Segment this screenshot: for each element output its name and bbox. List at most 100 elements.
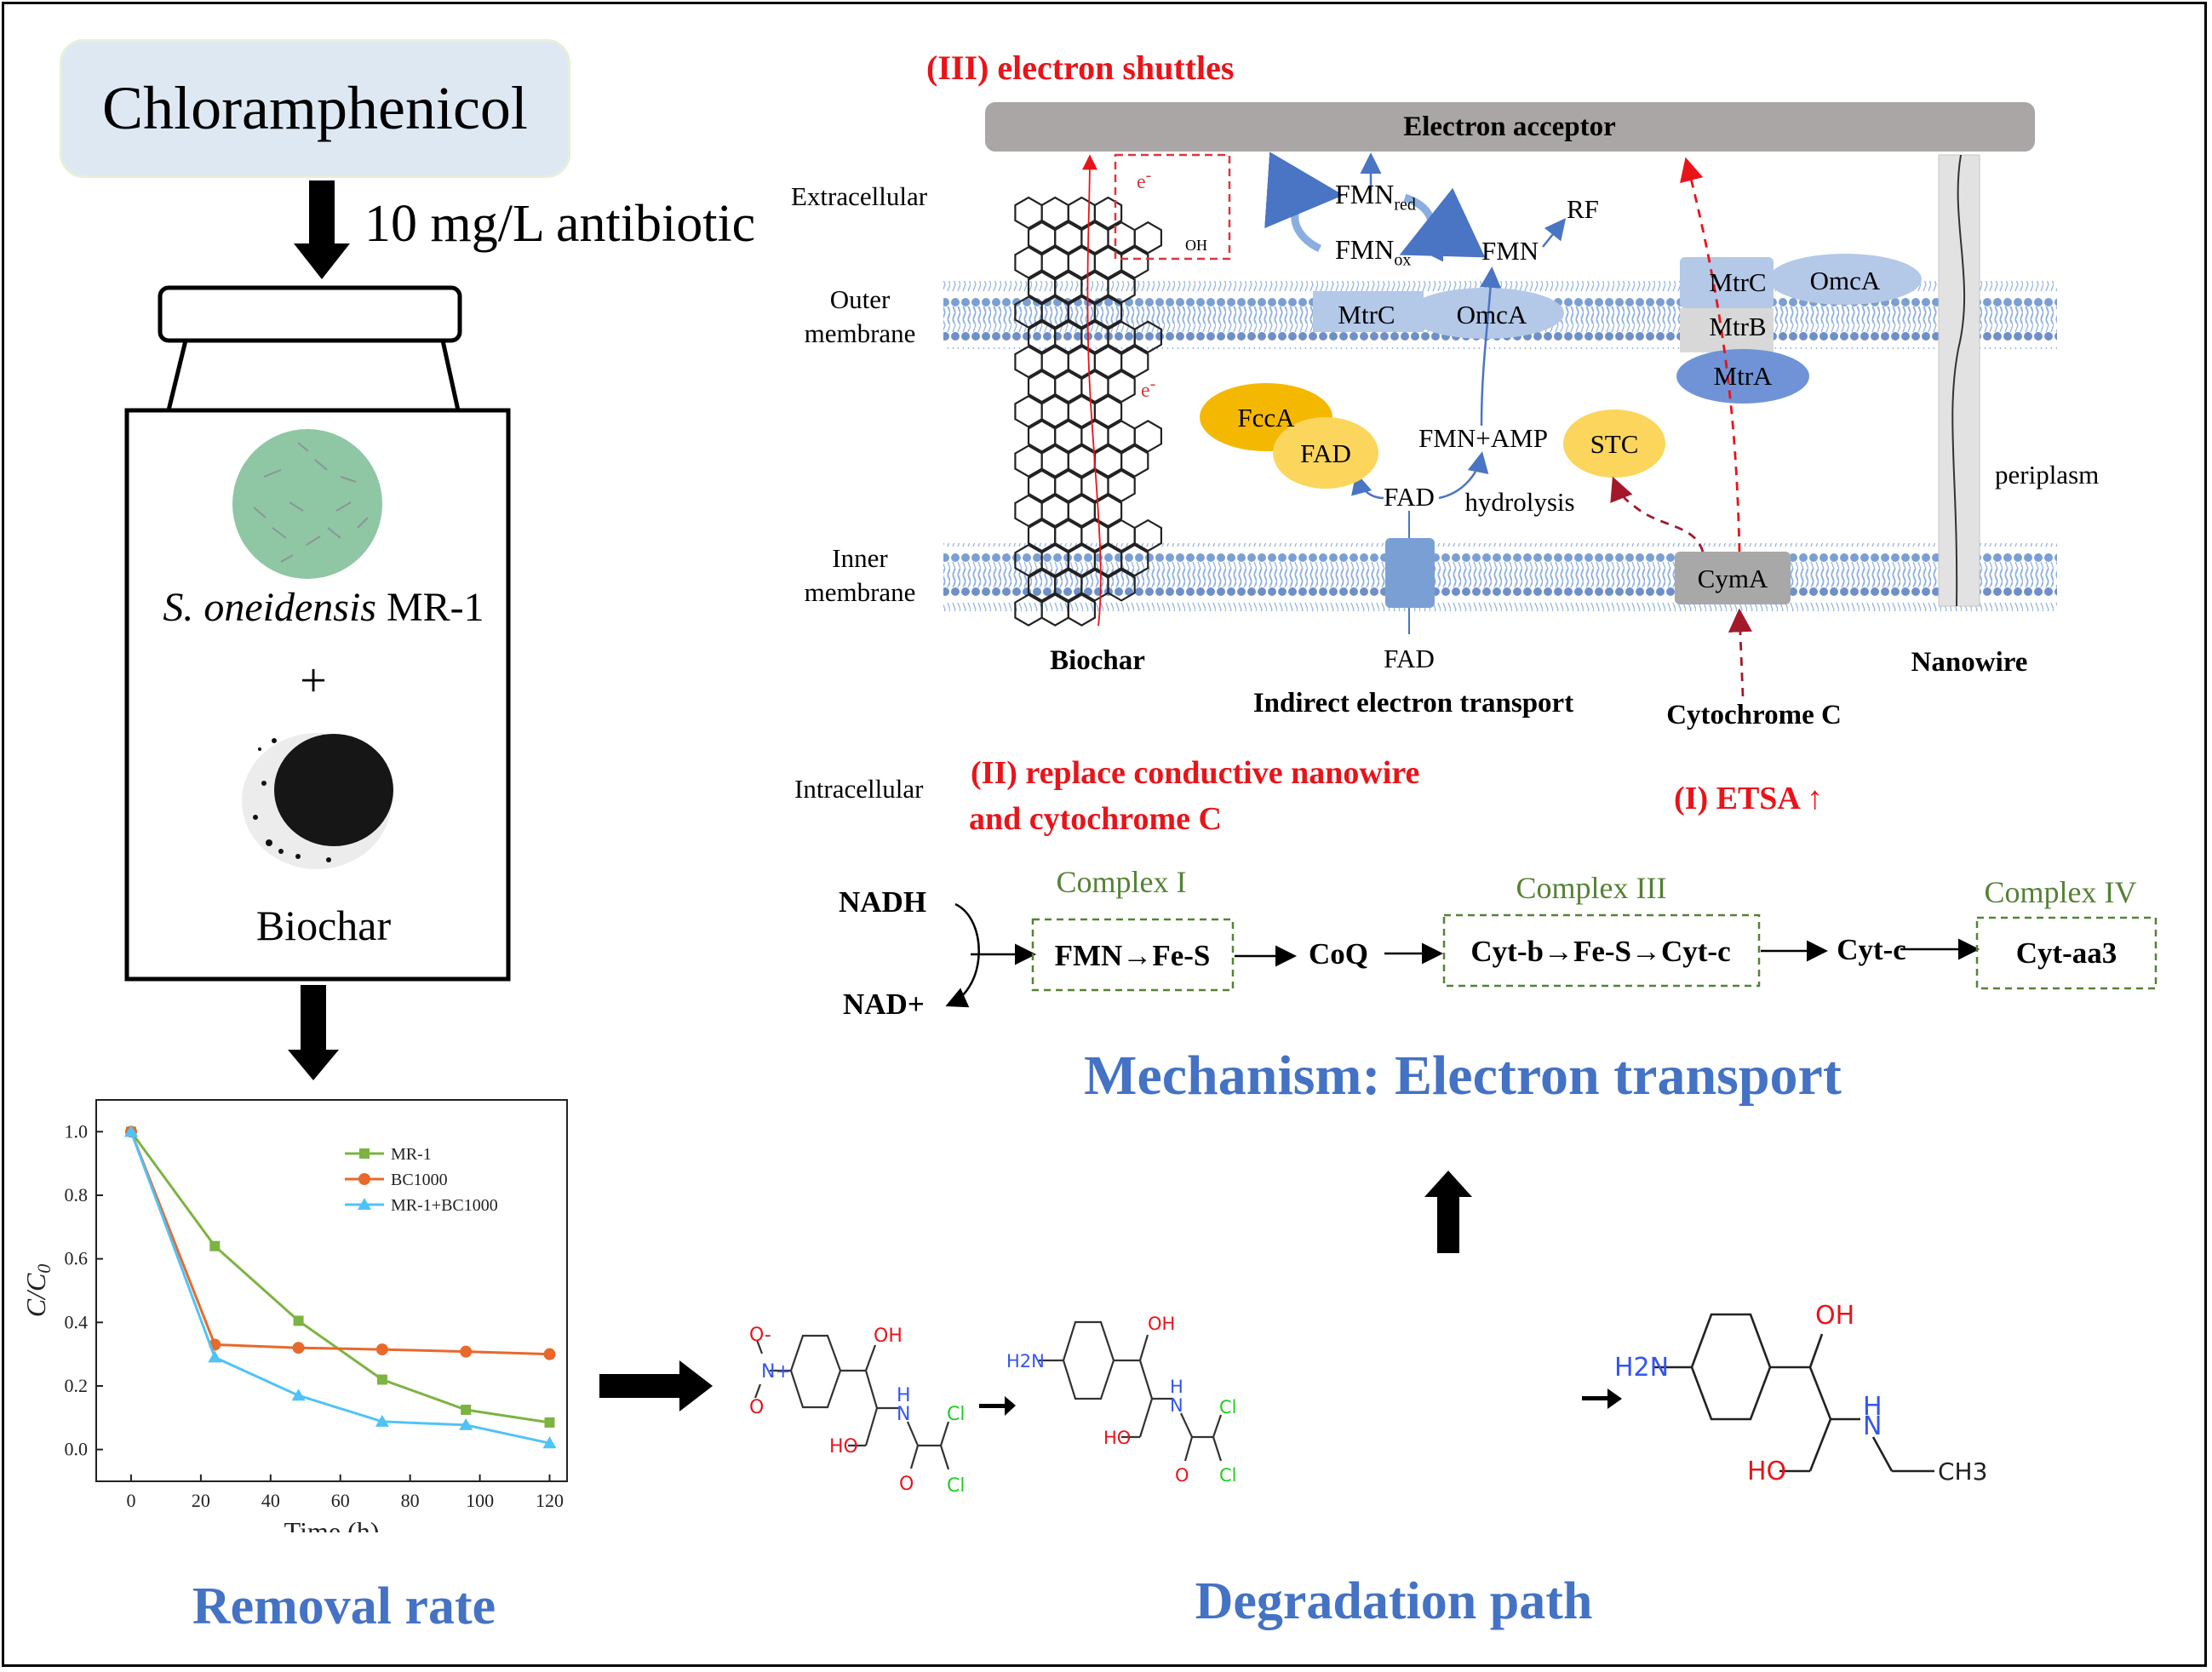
mtrc-left-label: MtrC: [1338, 300, 1395, 329]
graphene-hexagon: [1133, 420, 1163, 453]
atom-ho: HO: [829, 1436, 858, 1457]
graphene-hexagon: [1040, 246, 1069, 279]
omca-left: [1407, 288, 1564, 339]
biochar-label: Biochar: [255, 902, 392, 949]
degradation-molecules: O- N+ O OH H N Cl Cl HO O H2N OH H N Cl …: [749, 1301, 1987, 1497]
graphene-hexagon: [1107, 271, 1136, 304]
data-point-triangle: [459, 1417, 473, 1430]
nanowire-label: Nanowire: [1911, 647, 2028, 678]
y-axis-label: C/C0: [20, 1264, 54, 1318]
indirect-transport-label: Indirect electron transport: [1252, 688, 1574, 719]
atom-n: N: [1863, 1411, 1882, 1441]
bottle-cap: [158, 285, 462, 343]
nanowire-replace-label-2: and cytochrome C: [969, 801, 1222, 837]
data-point-triangle: [208, 1350, 222, 1363]
data-point-triangle: [375, 1414, 389, 1427]
atom-oh: OH: [1148, 1314, 1175, 1334]
atom-h: H: [1170, 1377, 1183, 1397]
atom-h2n: H2N: [1614, 1353, 1669, 1383]
graphene-hexagon: [1107, 420, 1136, 453]
region-periplasm: periplasm: [1995, 460, 2100, 490]
graphene-hexagon: [1014, 196, 1043, 230]
fad-transporter: [1385, 538, 1435, 608]
y-tick-label: 0.2: [65, 1375, 89, 1396]
data-point-triangle: [123, 1125, 138, 1137]
y-tick-label: 0.6: [65, 1248, 89, 1269]
y-tick-label: 0.8: [65, 1184, 89, 1205]
mtrc-right-label: MtrC: [1709, 267, 1767, 297]
atom-cl: Cl: [947, 1404, 965, 1425]
fmnamp-to-fmn-arrow: [1480, 266, 1502, 427]
graphene-hexagon: [1014, 246, 1043, 279]
complex3-content: Cyt-b→Fe-S→Cyt-c: [1470, 935, 1731, 968]
graphene-hexagon: [1067, 444, 1097, 478]
atom-ch3: CH3: [1938, 1457, 1987, 1486]
electron-acceptor-label: Electron acceptor: [1403, 112, 1616, 142]
arrow-down-icon: [294, 180, 350, 279]
graphene-hexagon: [1107, 369, 1136, 404]
omca-right-label: OmcA: [1809, 266, 1881, 295]
stc-bubble: [1563, 409, 1665, 478]
graphene-hexagon: [1120, 345, 1149, 379]
mtra-label: MtrA: [1713, 361, 1773, 391]
shuttles-label: (III) electron shuttles: [926, 49, 1235, 87]
cytc-label: Cyt-c: [1837, 933, 1906, 966]
etsa-label: (I) ETSA ↑: [1674, 781, 1824, 816]
data-point-square: [209, 1240, 221, 1251]
bottle-neck-left: [166, 340, 188, 411]
graphene-hexagon: [1080, 420, 1109, 453]
mechanism-title: Mechanism: Electron transport: [1084, 1045, 1842, 1107]
fad-label: FAD: [1384, 482, 1435, 512]
fad-bottom-label: FAD: [1384, 644, 1435, 673]
region-intracellular: Intracellular: [794, 774, 924, 804]
fad-bubble: [1273, 417, 1378, 489]
fmn-to-rf-arrow: [1542, 218, 1567, 248]
complex4-content: Cyt-aa3: [2015, 936, 2117, 970]
mechanism-diagram: [943, 102, 2158, 1008]
region-outer-1: Outer: [829, 284, 891, 314]
fmn-cycle-right-arrow: [1399, 187, 1486, 258]
fad-to-fmnamp-arrow: [1438, 451, 1489, 500]
x-tick-label: 60: [331, 1490, 350, 1511]
graphene-hexagon: [1080, 369, 1109, 404]
cyma-to-stc-arrow: [1610, 476, 1705, 553]
data-point-square: [359, 1148, 370, 1159]
graphene-hexagon: [1120, 246, 1149, 279]
y-tick-label: 0.4: [65, 1311, 89, 1332]
graphene-hexagon: [1133, 518, 1163, 553]
fmn-ox-label: FMNox: [1335, 234, 1412, 270]
x-tick-label: 120: [536, 1490, 564, 1511]
fmn-red-label: FMNred: [1335, 179, 1416, 215]
graphene-hexagon: [1040, 444, 1069, 478]
molecule-final-product: [1654, 1313, 1934, 1473]
arrow-right-icon: [1582, 1389, 1622, 1409]
atom-oh: OH: [874, 1326, 903, 1347]
omca-left-label: OmcA: [1456, 300, 1527, 329]
atom-ho: HO: [1747, 1457, 1786, 1486]
microbe-image-icon: [232, 429, 382, 579]
x-tick-label: 40: [261, 1490, 280, 1511]
data-point-square: [544, 1417, 555, 1428]
arrow-right-icon: [979, 1396, 1016, 1416]
graphene-hexagon: [1067, 593, 1097, 627]
atom-cl: Cl: [947, 1475, 965, 1497]
graphene-hexagon: [1133, 220, 1163, 255]
compound-box: Chloramphenicol: [60, 39, 570, 178]
x-tick-label: 100: [466, 1490, 494, 1511]
mtrb-label: MtrB: [1709, 312, 1767, 341]
fmn-amp-label: FMN+AMP: [1418, 423, 1548, 453]
graphene-hexagon: [1093, 196, 1123, 230]
graphene-hexagons: [1014, 196, 1163, 627]
atom-ho: HO: [1103, 1428, 1131, 1448]
graphene-hexagon: [1107, 469, 1136, 503]
hydrolysis-label: hydrolysis: [1464, 487, 1575, 517]
inner-membrane: [943, 543, 2057, 611]
omca-right: [1768, 254, 1922, 305]
electron-path-biochar: [1081, 154, 1102, 627]
biochar-pathway-label: Biochar: [1050, 645, 1145, 676]
bottle-neck-right: [440, 340, 461, 411]
nanowire-icon: [1938, 154, 1980, 607]
x-axis-label: Time (h): [284, 1516, 380, 1532]
complex3-label: Complex III: [1516, 871, 1667, 905]
complex3-box: [1442, 913, 1761, 988]
